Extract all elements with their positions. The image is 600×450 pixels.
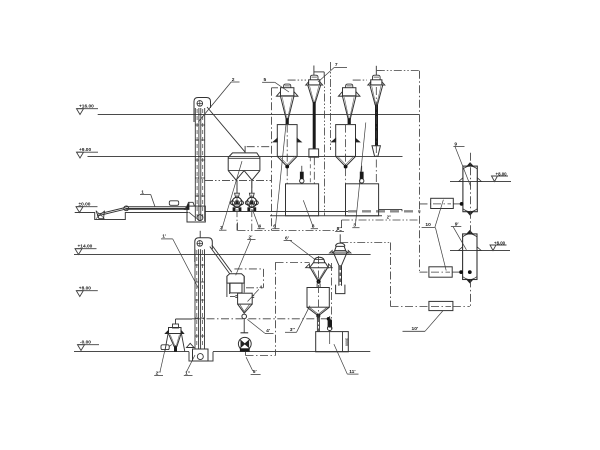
svg-text:±0.00: ±0.00 [79, 202, 91, 208]
svg-text:7: 7 [335, 62, 338, 68]
svg-text:10′: 10′ [412, 326, 419, 332]
svg-text:3: 3 [220, 225, 223, 231]
svg-text:4: 4 [260, 285, 263, 290]
svg-text:+8.00: +8.00 [79, 286, 91, 292]
svg-text:10: 10 [425, 222, 431, 228]
svg-text:9′: 9′ [455, 221, 460, 227]
svg-text:+8.00: +8.00 [494, 241, 506, 246]
svg-text:+14.00: +14.00 [78, 244, 93, 250]
svg-text:1: 1 [141, 189, 144, 195]
svg-text:-0.00: -0.00 [80, 340, 91, 346]
svg-text:1′: 1′ [162, 234, 167, 240]
svg-text:+9.00: +9.00 [79, 147, 91, 153]
svg-text:3000: 3000 [344, 338, 348, 346]
svg-text:+8.00: +8.00 [496, 172, 508, 177]
svg-text:2′: 2′ [249, 234, 254, 240]
svg-text:11′: 11′ [349, 369, 356, 375]
svg-text:5: 5 [264, 77, 267, 83]
svg-text:6: 6 [273, 224, 276, 230]
svg-text:5′: 5′ [253, 369, 258, 375]
svg-text:4′: 4′ [266, 328, 271, 334]
svg-text:2″: 2″ [156, 370, 162, 376]
svg-text:+16.00: +16.00 [79, 104, 94, 110]
svg-text:9: 9 [454, 141, 457, 147]
svg-text:8″: 8″ [337, 226, 343, 232]
svg-text:3″: 3″ [290, 327, 296, 333]
svg-text:3: 3 [353, 223, 356, 229]
svg-text:8: 8 [312, 224, 315, 230]
svg-text:2″: 2″ [387, 215, 391, 220]
svg-text:2: 2 [232, 77, 235, 83]
svg-text:1″: 1″ [185, 370, 191, 376]
svg-text:6′: 6′ [285, 235, 290, 241]
svg-text:4: 4 [258, 224, 261, 230]
